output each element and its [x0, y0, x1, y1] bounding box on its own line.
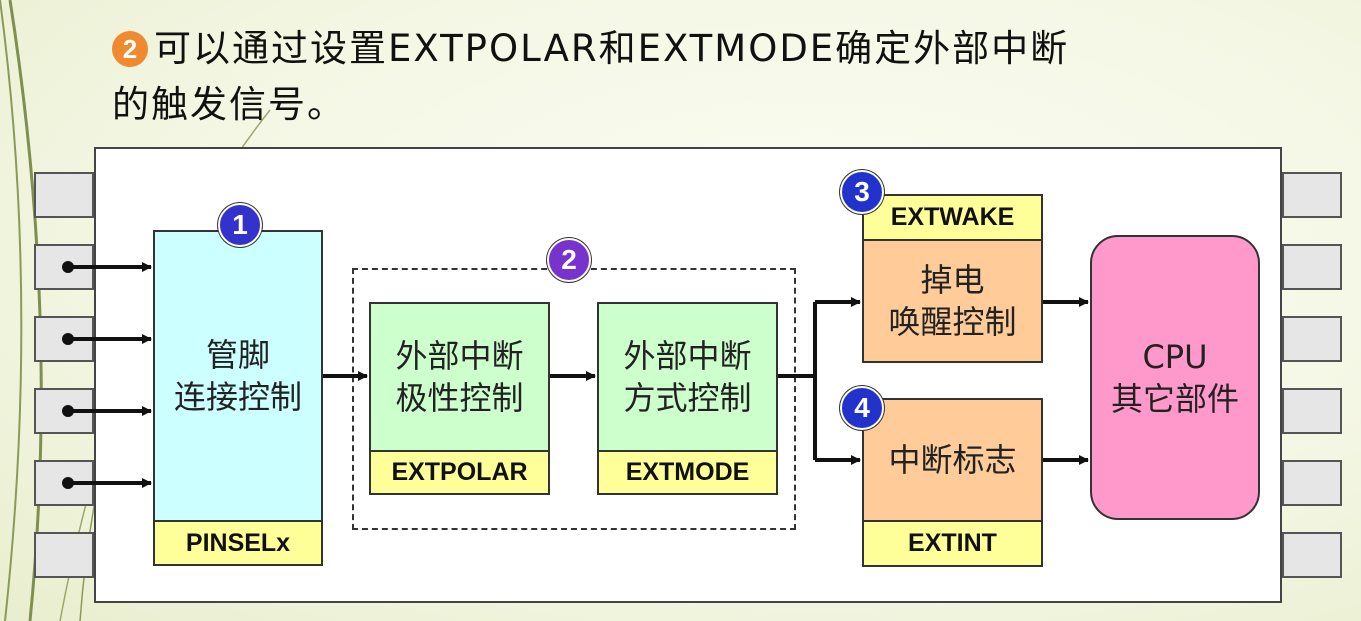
pin-connect-block: 管脚连接控制 — [153, 230, 323, 522]
wakeup-block: 掉电唤醒控制 — [862, 239, 1043, 363]
pin-connect-line1: 管脚 — [205, 336, 270, 374]
right-pin — [1282, 172, 1342, 218]
extint-register: EXTINT — [862, 520, 1043, 567]
interrupt-flag-block: 中断标志 — [862, 398, 1043, 522]
mode-block: 外部中断方式控制 — [597, 302, 778, 452]
mode-line1: 外部中断 — [623, 337, 752, 375]
right-pin — [1282, 460, 1342, 506]
marker-2-icon: 2 — [547, 238, 591, 282]
wakeup-line2: 唤醒控制 — [888, 303, 1017, 341]
marker-3-icon: 3 — [840, 170, 884, 214]
pin-connect-line2: 连接控制 — [173, 378, 302, 416]
step-badge: 2 — [112, 31, 148, 67]
pinsel-register: PINSELx — [153, 520, 323, 566]
mode-line2: 方式控制 — [623, 379, 752, 417]
right-pin — [1282, 244, 1342, 290]
polarity-block: 外部中断极性控制 — [369, 302, 550, 452]
marker-4-icon: 4 — [840, 386, 884, 430]
polarity-line2: 极性控制 — [395, 379, 524, 417]
right-pin — [1282, 316, 1342, 362]
extmode-register: EXTMODE — [597, 450, 778, 495]
marker-1-icon: 1 — [218, 203, 262, 247]
flag-line1: 中断标志 — [888, 441, 1017, 479]
cpu-line2: 其它部件 — [1110, 379, 1239, 418]
cpu-line1: CPU — [1142, 337, 1208, 376]
polarity-line1: 外部中断 — [395, 337, 524, 375]
left-pin — [34, 172, 94, 218]
wakeup-line1: 掉电 — [920, 261, 985, 299]
right-pin — [1282, 388, 1342, 434]
left-pin — [34, 532, 94, 578]
title-text-1: 可以通过设置EXTPOLAR和EXTMODE确定外部中断 — [154, 27, 1070, 70]
extpolar-register: EXTPOLAR — [369, 450, 550, 495]
title-line-2: 的触发信号。 — [112, 83, 346, 126]
right-pin — [1282, 532, 1342, 578]
